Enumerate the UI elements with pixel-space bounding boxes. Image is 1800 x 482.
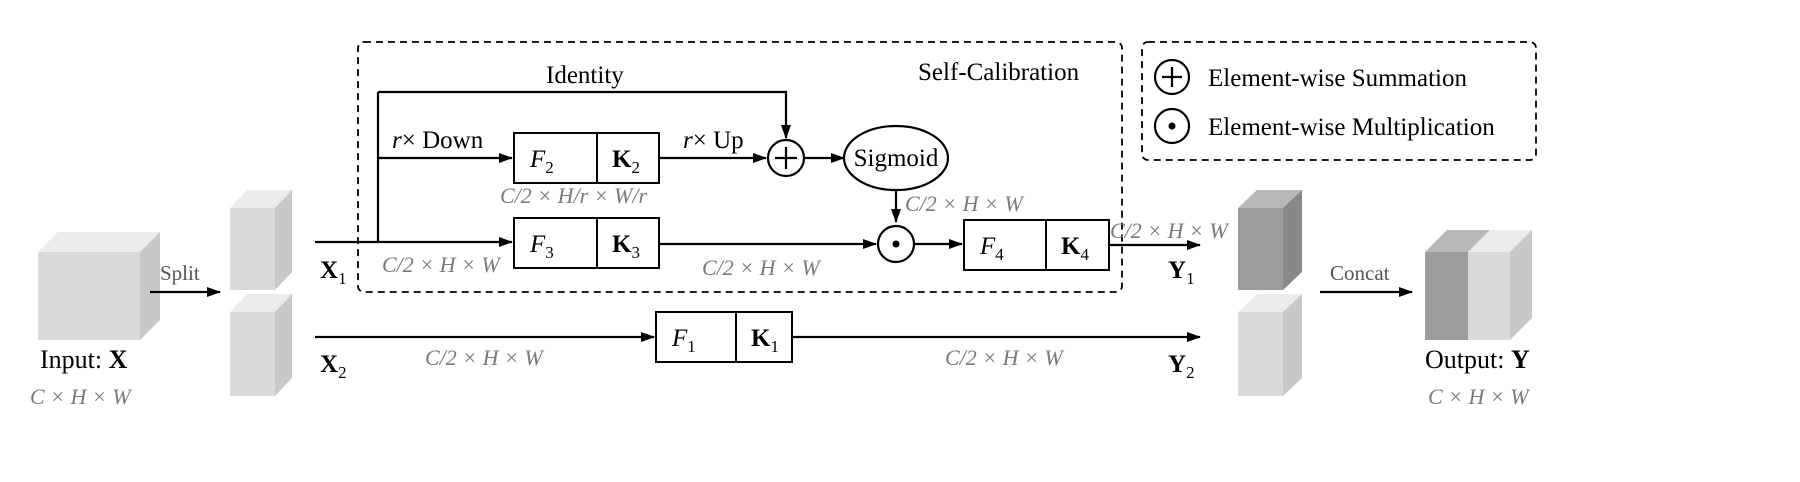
x1-dims: C/2 × H × W	[382, 252, 501, 277]
legend-mul-label: Element-wise Multiplication	[1208, 114, 1495, 141]
self-calibration-title: Self-Calibration	[918, 59, 1080, 86]
k4-symbol: K4	[1061, 233, 1089, 264]
sigmoid-label: Sigmoid	[854, 145, 939, 172]
k3-symbol: K3	[612, 231, 640, 262]
legend-mul-icon	[1153, 107, 1191, 145]
split-cube-bottom	[230, 294, 292, 396]
f3-symbol: F3	[529, 231, 554, 262]
k2-symbol: K2	[612, 146, 640, 177]
y2-cube	[1238, 294, 1302, 396]
f4-dims: C/2 × H × W	[1110, 218, 1229, 243]
output-label: Output: Y	[1425, 345, 1530, 374]
x2-label: X2	[320, 351, 347, 382]
block-f3-k3: F3 K3	[513, 217, 660, 269]
split-label: Split	[160, 261, 200, 285]
block-f4-k4: F4 K4	[963, 219, 1110, 271]
f1-dims: C/2 × H × W	[945, 345, 1064, 370]
x1-label: X1	[320, 257, 347, 288]
input-dims: C × H × W	[30, 384, 132, 409]
f1-symbol: F1	[671, 325, 696, 356]
f4-symbol: F4	[979, 233, 1004, 264]
y2-label: Y2	[1168, 351, 1195, 382]
input-label: Input: X	[40, 345, 128, 374]
mul-circle-icon	[876, 224, 916, 264]
identity-label: Identity	[546, 62, 624, 89]
legend-sum-label: Element-wise Summation	[1208, 65, 1467, 92]
block-f1-k1: F1 K1	[655, 311, 793, 363]
sum-circle-icon	[766, 138, 806, 178]
y1-label: Y1	[1168, 257, 1195, 288]
output-cube	[1425, 230, 1532, 340]
f2-symbol: F2	[529, 146, 554, 177]
self-calibration-box	[357, 41, 1123, 293]
sigmoid-dims: C/2 × H × W	[905, 191, 1024, 216]
legend-box	[1141, 41, 1537, 161]
y1-cube	[1238, 190, 1302, 290]
legend-sum-icon	[1153, 58, 1191, 96]
f2-dims: C/2 × H/r × W/r	[500, 183, 647, 208]
input-cube	[38, 232, 160, 340]
x2-dims: C/2 × H × W	[425, 345, 544, 370]
up-label: r× Up	[683, 127, 744, 154]
k1-symbol: K1	[751, 325, 779, 356]
split-cube-top	[230, 190, 292, 290]
down-label: r× Down	[392, 127, 484, 154]
f3-dims: C/2 × H × W	[702, 255, 821, 280]
block-f2-k2: F2 K2	[513, 132, 660, 184]
output-dims: C × H × W	[1428, 384, 1530, 409]
concat-label: Concat	[1330, 261, 1390, 285]
identity-path	[378, 90, 791, 139]
